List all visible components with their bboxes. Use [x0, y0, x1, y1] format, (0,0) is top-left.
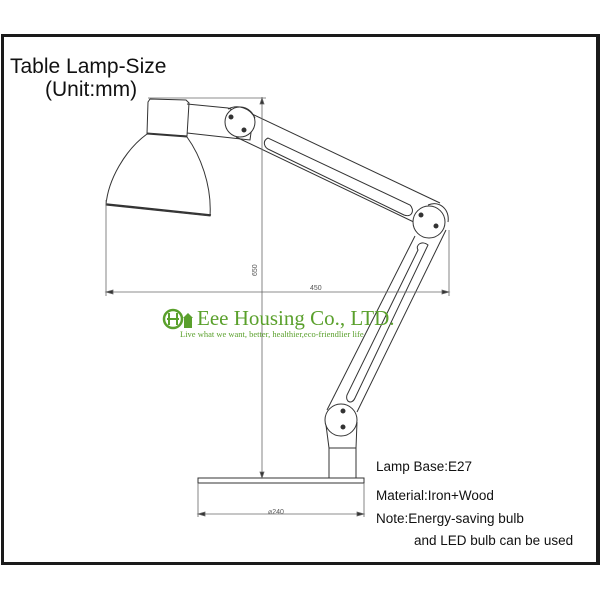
lower-arm [326, 229, 447, 413]
company-tagline: Live what we want, better, healthier,eco… [180, 329, 364, 339]
spec-lamp-base: Lamp Base:E27 [376, 459, 473, 474]
spec-material: Material:Iron+Wood [376, 488, 494, 503]
spec-note-line2: and LED bulb can be used [414, 533, 574, 548]
upper-joint [224, 106, 256, 138]
lamp-shade [105, 133, 212, 217]
diagram-unit-label: (Unit:mm) [45, 78, 138, 101]
diagram-title: Table Lamp-Size [10, 55, 167, 78]
lamp-shade-neck [146, 98, 190, 137]
diagram-border-frame [1, 34, 600, 565]
lamp-post [328, 447, 357, 479]
dimension-lines [104, 96, 451, 517]
lamp-base-plate [197, 477, 365, 484]
company-logo-icon [162, 308, 193, 330]
height-dimension-label: 650 [252, 264, 259, 276]
base-diameter-label: ⌀240 [268, 509, 284, 516]
reach-dimension-label: 450 [310, 285, 322, 292]
elbow-joint [412, 203, 449, 239]
upper-arm [235, 113, 441, 226]
base-joint [324, 403, 358, 449]
company-name: Eee Housing Co., LTD. [197, 306, 395, 330]
spec-note-line1: Note:Energy-saving bulb [376, 511, 524, 526]
